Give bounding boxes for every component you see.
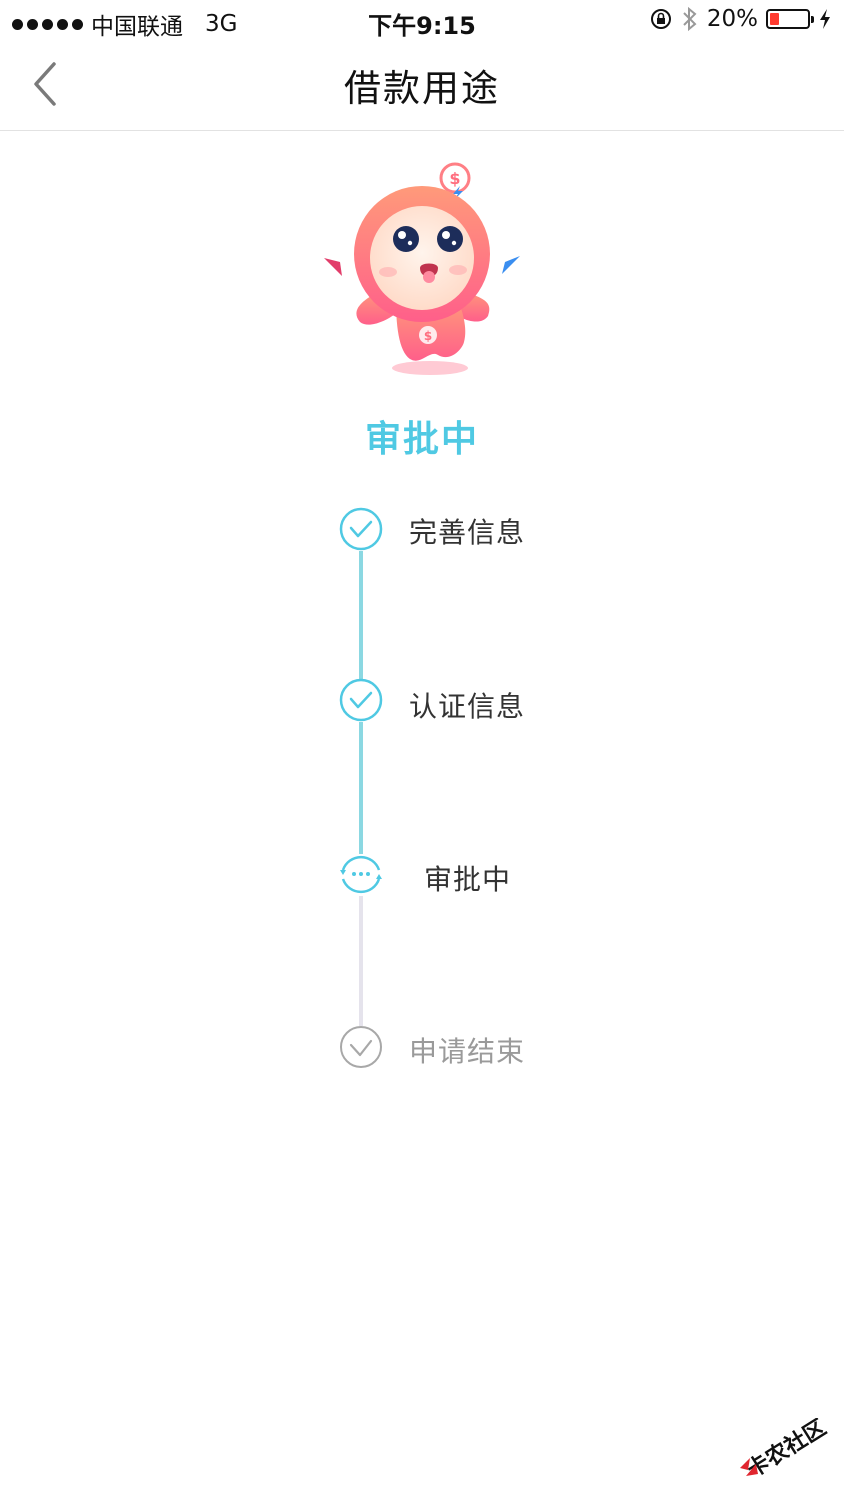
step-label: 完善信息 [409, 516, 526, 549]
step-label: 审批中 [424, 863, 512, 896]
check-circle-icon [340, 1026, 382, 1068]
bluetooth-icon [683, 6, 697, 32]
step-connector [359, 722, 363, 854]
battery-percent: 20% [706, 6, 758, 32]
status-left: 中国联通 3G [12, 7, 237, 41]
step-label: 认证信息 [409, 690, 526, 723]
carrier-name: 中国联通 [91, 14, 183, 40]
chevron-left-icon [34, 62, 56, 106]
in-progress-icon [340, 854, 382, 894]
svg-text:$: $ [424, 329, 432, 343]
mascot-illustration: $ $ [324, 162, 520, 375]
network-type: 3G [205, 11, 238, 37]
check-circle-icon [339, 678, 383, 722]
orientation-lock-icon [650, 9, 671, 29]
svg-text:$: $ [449, 169, 460, 188]
status-heading: 审批中 [364, 419, 479, 460]
check-circle-icon [339, 507, 383, 551]
status-time: 下午9:15 [368, 12, 476, 40]
signal-strength-icon [12, 18, 83, 30]
charging-icon [820, 9, 830, 29]
back-button[interactable] [20, 56, 76, 112]
status-right: 20% [649, 6, 832, 32]
nav-bar: 借款用途 [0, 42, 844, 131]
status-bar: 中国联通 3G 下午9:15 20% [0, 0, 844, 42]
page-title: 借款用途 [344, 67, 500, 110]
battery-icon [766, 9, 814, 29]
watermark-logo: 卡农社区 [740, 1418, 831, 1478]
step-connector [359, 896, 363, 1026]
step-connector [359, 551, 363, 680]
step-label: 申请结束 [409, 1035, 526, 1068]
